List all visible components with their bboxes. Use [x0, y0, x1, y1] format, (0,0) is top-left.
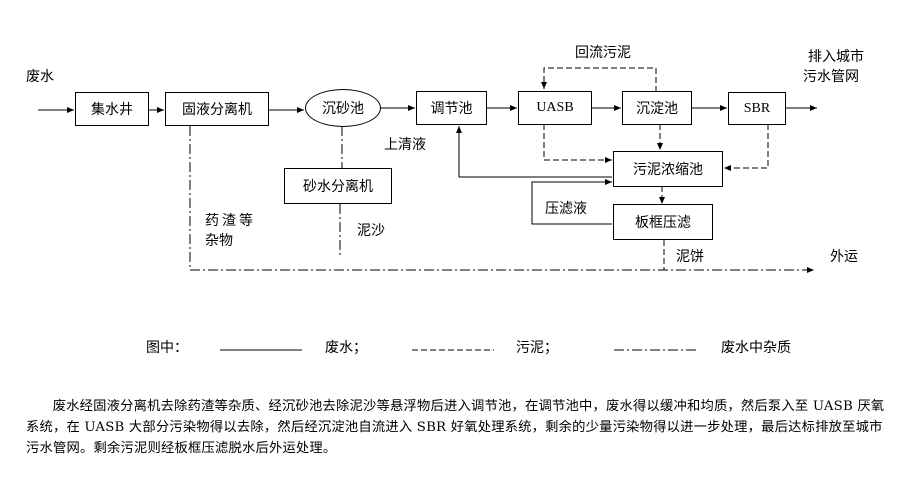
label-medicine-line2: 杂物 [205, 233, 233, 249]
node-jishuijing: 集水井 [75, 92, 149, 126]
flow-sbr-sludge [724, 124, 769, 171]
flow-uasb-sludge [543, 124, 612, 163]
label-supernatant: 上清液 [384, 137, 426, 153]
label-cake: 泥饼 [676, 249, 704, 265]
flow-return-sludge [541, 67, 657, 92]
legend-sludge: 污泥； [516, 340, 558, 356]
node-chendianchi: 沉淀池 [622, 91, 692, 125]
node-sbr: SBR [728, 92, 786, 125]
node-chenshachi: 沉砂池 [305, 89, 381, 127]
node-guye: 固液分离机 [165, 92, 269, 126]
label-filtrate: 压滤液 [545, 201, 587, 217]
node-tiaojiechi: 调节池 [416, 91, 487, 125]
node-nongsuochi: 污泥浓缩池 [613, 151, 723, 187]
flow-supernatant [456, 126, 612, 178]
legend-impurities: 废水中杂质 [721, 340, 791, 356]
label-outlet-line1: 排入城市 [808, 49, 864, 65]
label-transport-out: 外运 [830, 249, 858, 265]
legend-wastewater: 废水； [325, 340, 367, 356]
node-bankuang: 板框压滤 [613, 204, 713, 240]
label-return-sludge: 回流污泥 [575, 45, 631, 61]
label-medicine-line1: 药渣等 [205, 213, 256, 229]
flow-filtrate [531, 179, 612, 225]
label-outlet-line2: 污水管网 [803, 69, 859, 85]
description-paragraph: 废水经固液分离机去除药渣等杂质、经沉砂池去除泥沙等悬浮物后进入调节池，在调节池中… [26, 399, 885, 456]
node-uasb: UASB [518, 91, 592, 125]
legend-prefix: 图中： [146, 340, 188, 356]
label-sand: 泥沙 [357, 223, 385, 239]
node-shashui: 砂水分离机 [284, 168, 392, 204]
label-inlet: 废水 [26, 69, 54, 85]
